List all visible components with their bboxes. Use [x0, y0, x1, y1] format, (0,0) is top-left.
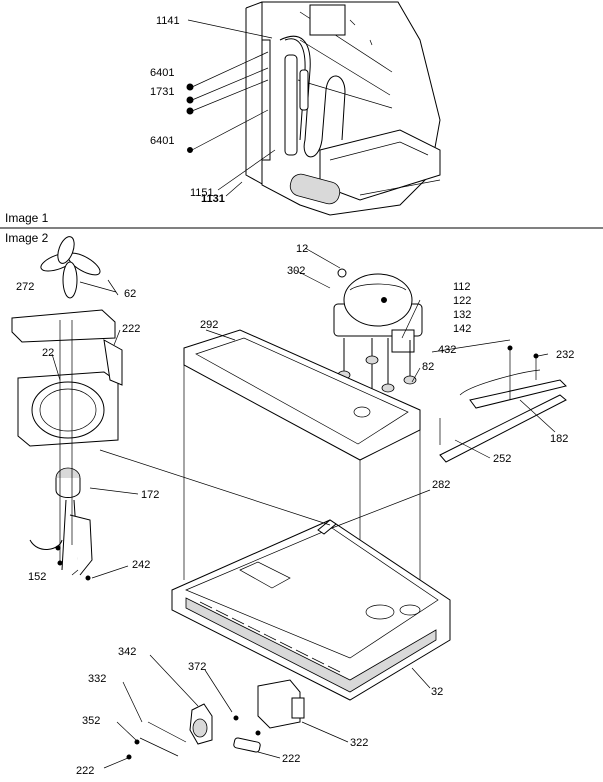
compressor [333, 268, 423, 393]
section-label-image1: Image 1 [5, 211, 49, 225]
label-132: 132 [453, 309, 471, 321]
label-222-relay-right: 222 [282, 753, 300, 765]
label-1141: 1141 [156, 15, 180, 27]
label-222-fan: 222 [122, 323, 140, 335]
label-432: 432 [438, 344, 456, 356]
label-182: 182 [550, 433, 568, 445]
label-372: 372 [188, 661, 206, 673]
label-142: 142 [453, 323, 471, 335]
relay-assembly [126, 679, 305, 760]
label-152: 152 [28, 571, 46, 583]
label-1151: 1151 [190, 187, 214, 199]
label-122: 122 [453, 295, 471, 307]
label-12: 12 [296, 243, 308, 255]
label-342: 342 [118, 646, 136, 658]
fan-blade [40, 236, 101, 299]
base-pan [171, 519, 451, 701]
label-1131: 1131 [201, 193, 225, 205]
label-282: 282 [432, 479, 450, 491]
fan-motor [55, 467, 93, 576]
label-332: 332 [88, 673, 106, 685]
label-232: 232 [556, 349, 574, 361]
section-label-image2: Image 2 [5, 231, 49, 245]
label-292: 292 [200, 319, 218, 331]
label-272: 272 [16, 281, 34, 293]
label-222-relay-left: 222 [76, 765, 94, 777]
image1-drawing [186, 1, 441, 216]
base-pan-vents [199, 601, 341, 673]
label-252: 252 [493, 453, 511, 465]
label-22: 22 [42, 347, 54, 359]
label-32: 32 [431, 686, 443, 698]
label-112: 112 [453, 281, 471, 293]
label-302: 302 [287, 265, 305, 277]
label-352: 352 [82, 715, 100, 727]
image2-drawing [11, 236, 567, 769]
label-1731: 1731 [150, 86, 174, 98]
label-82: 82 [422, 361, 434, 373]
label-62: 62 [124, 288, 136, 300]
label-172: 172 [141, 489, 159, 501]
label-6401-upper: 6401 [150, 67, 174, 79]
label-242: 242 [132, 559, 150, 571]
bracket-assembly [439, 345, 567, 463]
label-322: 322 [350, 737, 368, 749]
label-6401-lower: 6401 [150, 135, 174, 147]
